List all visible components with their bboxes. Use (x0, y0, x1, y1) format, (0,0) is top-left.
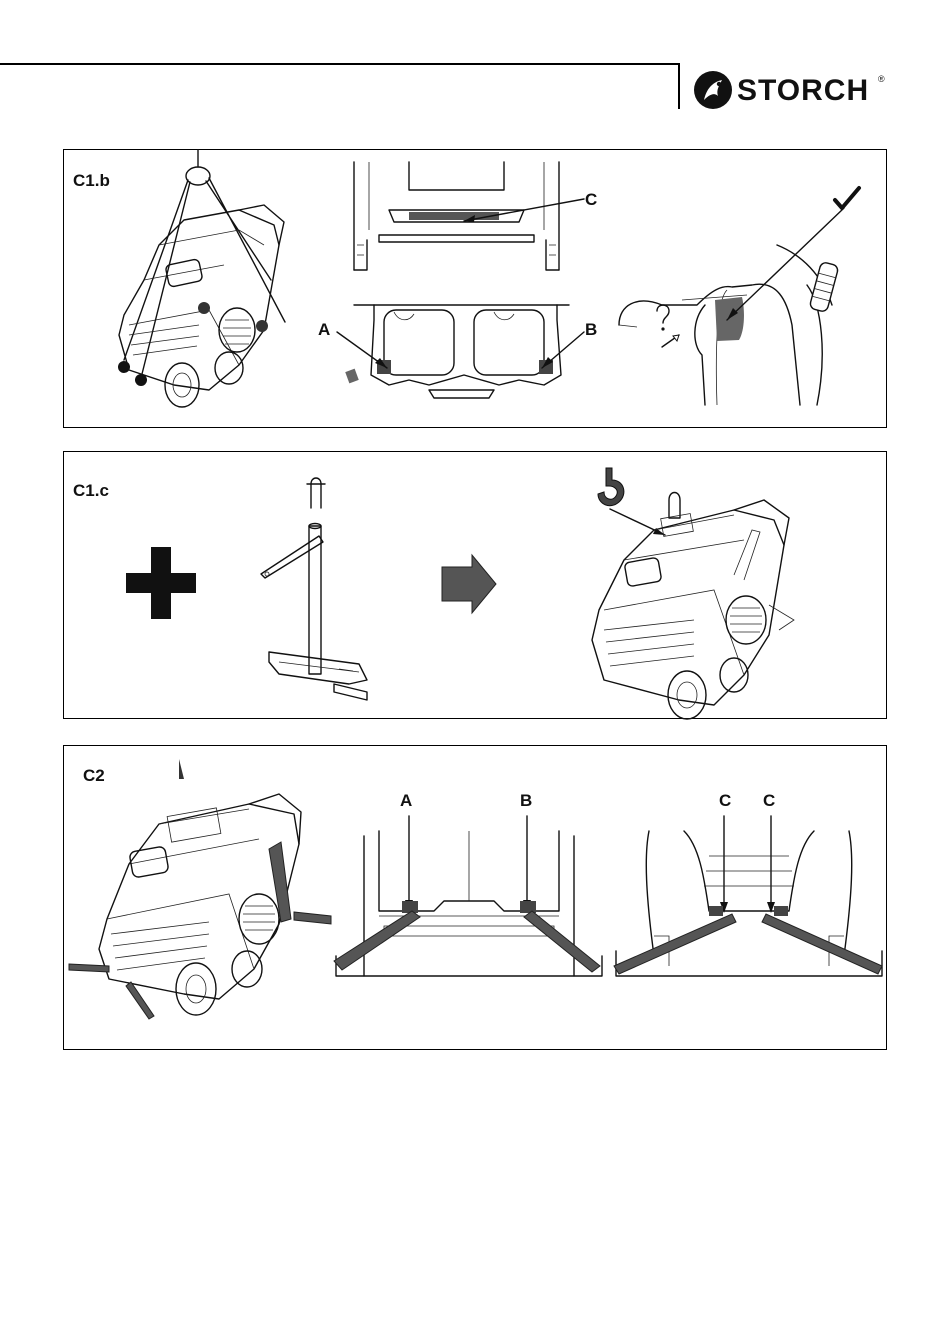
callout-b: B (520, 791, 532, 811)
brand-name: STORCH (737, 74, 869, 108)
header-rule-tick (678, 63, 680, 109)
machine-tie-down-illustration (69, 754, 339, 1024)
panel-c1b: C1.b C (63, 149, 887, 428)
lifting-kit-illustration (249, 474, 389, 714)
question-icon (657, 305, 679, 347)
check-pointer-line (719, 205, 859, 325)
brand-reg-mark: ® (878, 74, 885, 84)
header-rule (0, 63, 678, 65)
machine-with-lifting-eye (584, 470, 804, 715)
panel-label: C1.c (73, 481, 109, 501)
check-icon (832, 186, 862, 212)
callout-c-left: C (719, 791, 731, 811)
brand-logo: STORCH ® (692, 68, 892, 112)
callout-a-arrow (332, 328, 412, 378)
plus-icon (126, 547, 196, 619)
machine-lifting-illustration (89, 150, 329, 425)
callout-c-arrow (459, 195, 589, 225)
callout-a: A (318, 320, 330, 340)
callout-c-right: C (763, 791, 775, 811)
panel-c2: C2 A B C C (63, 745, 887, 1050)
panel-c1c: C1.c (63, 451, 887, 719)
front-view-tie-down-ab (334, 816, 604, 986)
callout-a: A (400, 791, 412, 811)
storch-logo-icon (692, 68, 736, 112)
arrow-right-icon (442, 555, 498, 613)
rear-view-tie-down-cc (614, 816, 884, 986)
callout-b-arrow (534, 328, 594, 378)
